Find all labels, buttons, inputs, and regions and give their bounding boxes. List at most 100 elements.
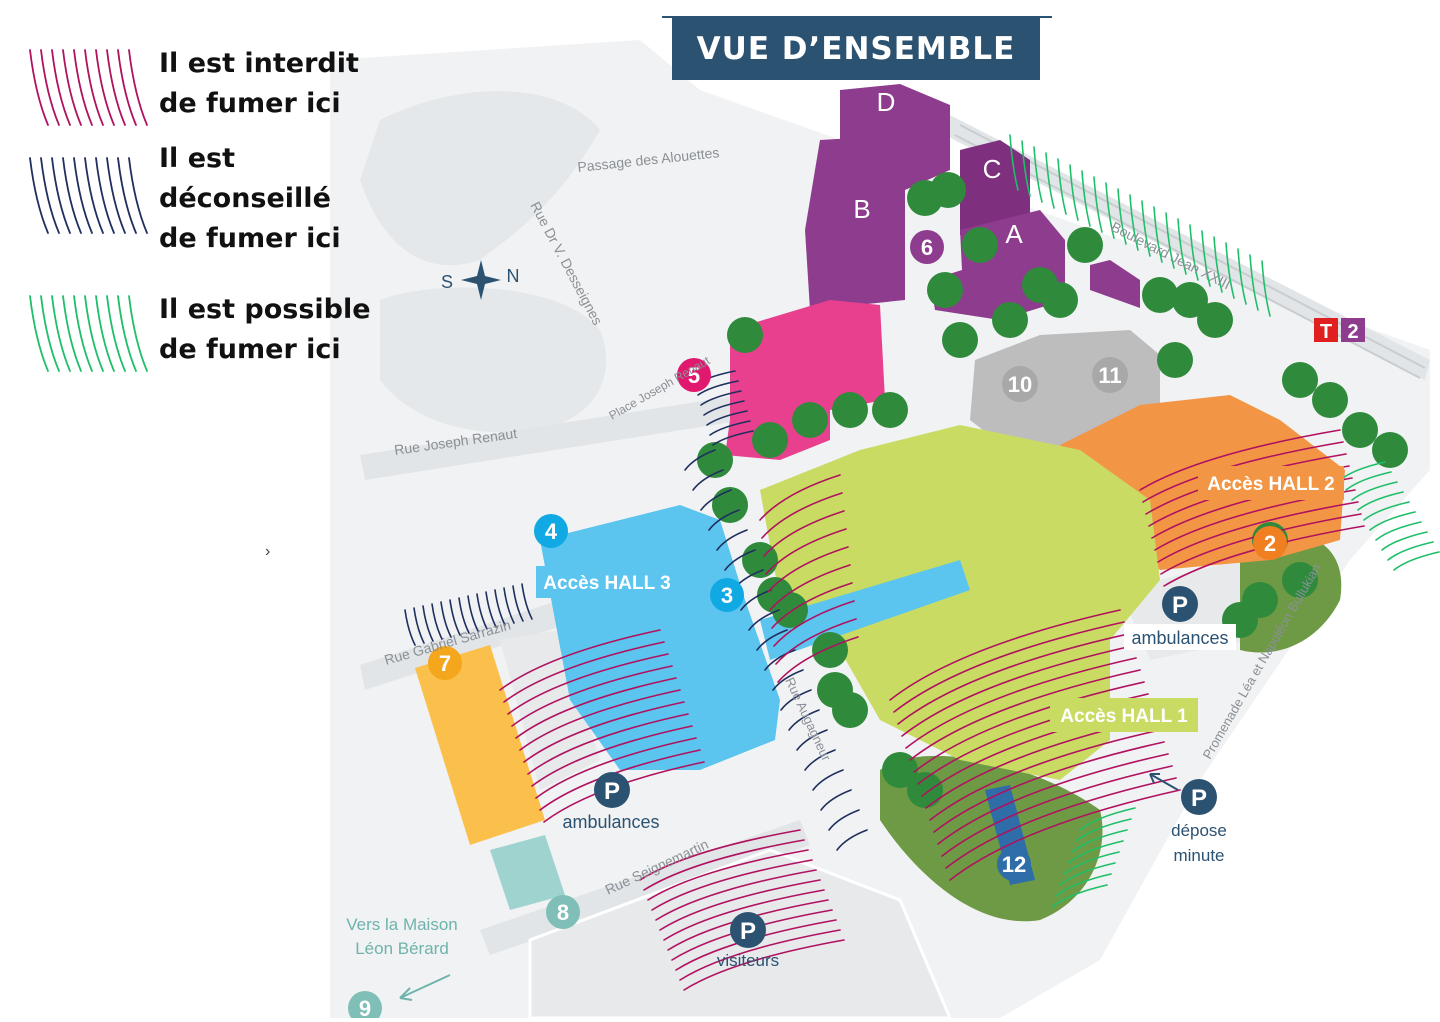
tram-label: T (1320, 321, 1332, 343)
marker-11-circle[interactable] (1092, 357, 1128, 393)
marker-10-circle[interactable] (1002, 366, 1038, 402)
marker-6-circle[interactable] (910, 230, 944, 264)
zone-discouraged-pink (694, 370, 754, 446)
zone-forbidden-hall1-stroke (901, 645, 1133, 737)
marker-2-circle[interactable] (1253, 526, 1287, 560)
zone-allowed-boulevard-stroke (1045, 152, 1055, 209)
tram-badge[interactable] (1314, 318, 1338, 342)
transit-badges: T 2 (1314, 318, 1365, 343)
zone-allowed-boulevard-stroke (1165, 212, 1175, 269)
marker-4-circle[interactable] (534, 514, 568, 548)
tree (1282, 362, 1318, 398)
zone-allowed-east-stroke (1357, 491, 1404, 511)
parking-visitors-icon[interactable] (730, 912, 766, 948)
zone-allowed-east-stroke (1381, 531, 1428, 551)
zone-discouraged-west-stroke (413, 607, 425, 644)
zone-discouraged-road-stroke (812, 769, 844, 791)
legend-swatch-forbidden-stroke (40, 49, 60, 126)
zone-forbidden-hall1-stroke (941, 765, 1173, 857)
tree (727, 317, 763, 353)
legend-swatch-discouraged (29, 157, 148, 234)
zone-discouraged-west-stroke (458, 597, 470, 634)
zone-forbidden-blue-stroke (531, 725, 693, 787)
hall3-label: Accès HALL 3 (543, 573, 670, 594)
legend-swatch-forbidden-stroke (128, 49, 148, 126)
zone-allowed-boulevard-stroke (1105, 182, 1115, 239)
zone-allowed-boulevard-stroke (1213, 236, 1223, 293)
zone-allowed-boulevard-stroke (1225, 242, 1235, 299)
line-badge[interactable] (1341, 318, 1365, 342)
hall2-banner (1198, 466, 1344, 500)
legend-swatch-allowed-stroke (73, 295, 93, 372)
tree (792, 402, 828, 438)
marker-3-circle[interactable] (710, 578, 744, 612)
marker-7-circle[interactable] (428, 646, 462, 680)
marker-5-circle[interactable] (677, 358, 711, 392)
direction-arrow-icon (399, 974, 451, 1001)
marker-9-label: 9 (359, 996, 371, 1018)
building-yellow (415, 645, 545, 845)
zone-allowed-east-stroke (1345, 471, 1392, 491)
zone-allowed-east (1339, 461, 1440, 571)
page-title: VUE D’ENSEMBLE (672, 18, 1040, 80)
zone-discouraged-west-stroke (467, 595, 479, 632)
compass-star-icon (461, 260, 501, 300)
zone-allowed-east-stroke (1375, 521, 1422, 541)
zone-forbidden-lime-stroke (771, 582, 853, 629)
zone-allowed-boulevard-stroke (1237, 248, 1247, 305)
zone-allowed-south-stroke (1079, 807, 1136, 831)
zone-discouraged-west-stroke (431, 603, 443, 640)
legend-swatch-allowed-stroke (84, 295, 104, 372)
zone-allowed-boulevard-stroke (1009, 134, 1019, 191)
marker-12-circle[interactable] (997, 847, 1031, 881)
zone-forbidden-hall1-stroke (933, 741, 1165, 833)
amb-east-bg (1124, 624, 1236, 650)
building-label-d: D (877, 87, 896, 117)
zone-discouraged-road-stroke (692, 469, 724, 491)
zone-discouraged-pink-stroke (712, 430, 754, 446)
parking-west-icon[interactable] (594, 772, 630, 808)
zone-forbidden-blue-stroke (519, 689, 681, 751)
tree (992, 302, 1028, 338)
compass-s: S (441, 272, 453, 292)
zone-forbidden-hall1-stroke (905, 657, 1137, 749)
parking-depose-icon[interactable] (1181, 779, 1217, 815)
marker-9-circle[interactable] (348, 991, 382, 1022)
zone-allowed-boulevard-stroke (1177, 218, 1187, 275)
parking-east-icon[interactable] (1162, 586, 1198, 622)
zone-forbidden-hall1-stroke (897, 633, 1129, 725)
zone-discouraged-west-stroke (404, 609, 416, 646)
zone-allowed-boulevard-stroke (1141, 200, 1151, 257)
line-label: 2 (1347, 321, 1358, 343)
zone-allowed-boulevard-stroke (1129, 194, 1139, 251)
zone-forbidden-hall1-stroke (945, 777, 1177, 869)
zone-forbidden-blue-stroke (515, 677, 677, 739)
zone-allowed-boulevard-stroke (1081, 170, 1091, 227)
zone-discouraged-road-stroke (788, 709, 820, 731)
legend-swatch-discouraged-stroke (84, 157, 104, 234)
building-label-b: B (853, 194, 870, 224)
tree (907, 772, 943, 808)
zone-discouraged-west-stroke (494, 589, 506, 626)
zone-allowed-boulevard-stroke (1249, 254, 1259, 311)
zone-discouraged-pink-stroke (697, 380, 739, 396)
zone-discouraged-road-stroke (820, 789, 852, 811)
legend-swatch-discouraged-stroke (51, 157, 71, 234)
zone-forbidden-hall1-stroke (893, 621, 1125, 713)
zone-forbidden-blue-stroke (511, 665, 673, 727)
legend-allowed-line-1: Il est possible (159, 294, 371, 325)
tree (942, 322, 978, 358)
marker-10-label: 10 (1008, 372, 1032, 397)
amb-east-label: ambulances (1131, 628, 1228, 648)
legend-discouraged-line-3: de fumer ici (159, 223, 341, 254)
zone-discouraged-pink-stroke (706, 410, 748, 426)
marker-11-label: 11 (1098, 363, 1121, 388)
legend-swatch-allowed-stroke (62, 295, 82, 372)
marker-8-circle[interactable] (546, 895, 580, 929)
zone-allowed-south-stroke (1051, 884, 1108, 908)
tree (882, 752, 918, 788)
legend-swatch-forbidden-stroke (73, 49, 93, 126)
zone-forbidden-blue-stroke (523, 701, 685, 763)
legend-swatch-forbidden-stroke (29, 49, 49, 126)
direction-maison: Vers la Maison Léon Bérard (346, 915, 458, 1001)
